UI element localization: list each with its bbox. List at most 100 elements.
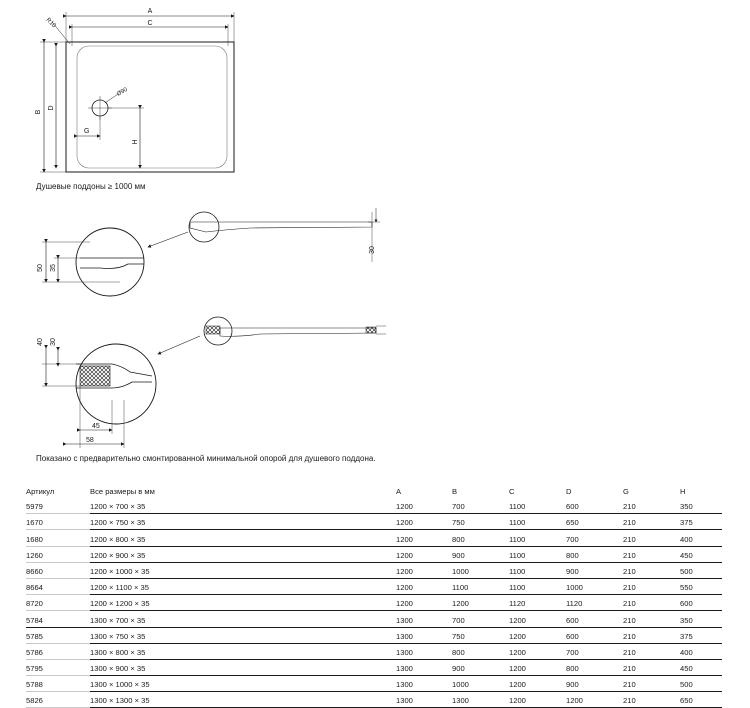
table-cell: 400 (680, 529, 722, 547)
table-cell: 210 (623, 659, 680, 677)
table-cell: 1200 × 900 × 35 (90, 546, 396, 563)
table-cell: 1200 (452, 594, 509, 612)
table-cell: 1100 (509, 546, 566, 563)
column-header: Все размеры в мм (90, 486, 155, 496)
table-cell: 210 (623, 529, 680, 547)
table-cell: 1300 (396, 691, 452, 708)
table-cell: 1000 (452, 562, 509, 579)
dim-h-label: H (132, 139, 139, 144)
plan-labels: A C R10 B D Ø90 G H (35, 8, 153, 145)
table-cell: 1200 (509, 691, 566, 708)
table-cell: 800 (566, 546, 623, 563)
table-cell: 210 (623, 627, 680, 644)
table-cell: 1100 (509, 529, 566, 547)
table-cell: 1300 (396, 643, 452, 660)
table-cell: 1300 × 1000 × 35 (90, 675, 396, 693)
table-cell: 1300 (396, 610, 452, 628)
section-2 (42, 316, 386, 448)
table-cell: 210 (623, 643, 680, 660)
table-cell: 350 (680, 498, 722, 515)
table-cell: 1200 (396, 513, 452, 531)
tray-profile-1 (189, 221, 373, 233)
detail-circle-2 (75, 343, 157, 425)
table-cell: 1300 × 1300 × 35 (90, 691, 396, 708)
table-cell: 5785 (26, 627, 90, 644)
table-cell: 900 (452, 659, 509, 677)
tray-basin (76, 45, 228, 169)
sec2-h40: 40 (37, 338, 44, 346)
table-cell: 450 (680, 659, 722, 677)
table-cell: 900 (566, 562, 623, 579)
table-cell: 5795 (26, 659, 90, 677)
table-cell: 1300 × 900 × 35 (90, 659, 396, 677)
table-cell: 210 (623, 498, 680, 515)
sec1-h35: 35 (50, 264, 57, 272)
plan-view (40, 12, 235, 173)
column-header: G (623, 486, 629, 496)
table-cell: 1120 (566, 594, 623, 612)
table-cell: 5786 (26, 643, 90, 660)
table-cell: 600 (680, 594, 722, 612)
table-cell: 1200 (509, 643, 566, 660)
radius-label: R10 (45, 17, 57, 29)
table-cell: 1200 (396, 578, 452, 596)
sec2-h30: 30 (50, 338, 57, 346)
section-1-labels: 50 35 30 (37, 246, 376, 272)
table-cell: 8664 (26, 578, 90, 596)
sec1-h30: 30 (369, 246, 376, 254)
table-cell: 650 (680, 691, 722, 708)
table-cell: 5826 (26, 691, 90, 708)
table-cell: 210 (623, 546, 680, 563)
table-cell: 1200 (396, 546, 452, 563)
table-cell: 210 (623, 610, 680, 628)
table-cell: 1100 (452, 578, 509, 596)
table-cell: 1200 × 750 × 35 (90, 513, 396, 531)
table-cell: 1680 (26, 529, 90, 547)
table-cell: 1200 (566, 691, 623, 708)
table-cell: 1100 (509, 562, 566, 579)
table-cell: 210 (623, 513, 680, 531)
table-cell: 1260 (26, 546, 90, 563)
table-cell: 8720 (26, 594, 90, 612)
caption-top: Душевые поддоны ≥ 1000 мм (36, 182, 146, 191)
table-cell: 800 (452, 643, 509, 660)
column-header: A (396, 486, 402, 496)
table-cell: 900 (452, 546, 509, 563)
table-cell: 600 (566, 498, 623, 515)
table-cell: 450 (680, 546, 722, 563)
table-cell: 1300 × 750 × 35 (90, 627, 396, 644)
drain-label: Ø90 (116, 87, 129, 98)
table-cell: 1100 (509, 578, 566, 596)
table-cell: 500 (680, 675, 722, 693)
table-cell: 1200 × 1100 × 35 (90, 578, 396, 596)
section-1 (42, 208, 380, 297)
table-cell: 5784 (26, 610, 90, 628)
table-cell: 1200 (509, 675, 566, 693)
table-cell: 1100 (509, 513, 566, 531)
table-cell: 1200 (396, 594, 452, 612)
table-cell: 1300 (452, 691, 509, 708)
tray-outline (65, 41, 235, 173)
table-cell: 1300 × 700 × 35 (90, 610, 396, 628)
table-cell: 600 (566, 610, 623, 628)
column-header: C (509, 486, 515, 496)
table-cell: 1200 × 1000 × 35 (90, 562, 396, 579)
table-cell: 375 (680, 513, 722, 531)
table-cell: 1300 × 800 × 35 (90, 643, 396, 660)
table-cell: 550 (680, 578, 722, 596)
table-cell: 210 (623, 691, 680, 708)
sec2-w58: 58 (86, 437, 94, 444)
table-cell: 800 (566, 659, 623, 677)
